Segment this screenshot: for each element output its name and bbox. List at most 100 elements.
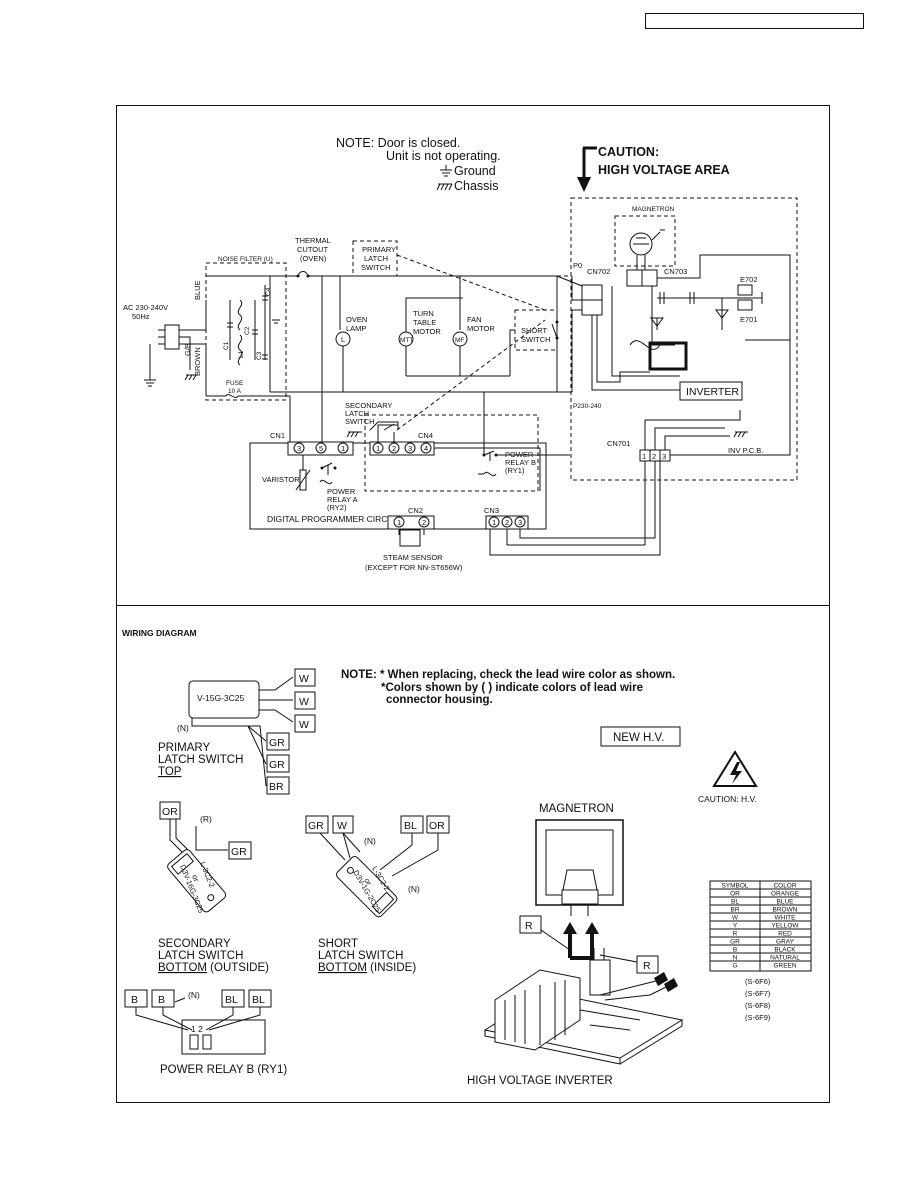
color-table-cell: WHITE xyxy=(775,915,797,922)
cn4-label: CN4 xyxy=(418,431,433,440)
relay-tag-bl1-text: BL xyxy=(225,994,238,1006)
short-label3: BOTTOM xyxy=(318,962,367,974)
color-table-cell: W xyxy=(732,915,739,922)
chassis-icon xyxy=(733,431,748,438)
turntable-line1: TURN xyxy=(413,309,434,318)
model-s6f8: (S-6F8) xyxy=(745,1001,771,1010)
coil-l1: L1 xyxy=(238,350,245,358)
short-tag-bl-text: BL xyxy=(404,820,417,832)
magnetron-tag-r1-text: R xyxy=(525,920,533,932)
cn4-connector: 1 2 3 4 xyxy=(369,441,435,456)
secondary-label3-row: BOTTOM (OUTSIDE) xyxy=(158,962,269,974)
new-hv-label: NEW H.V. xyxy=(613,732,664,744)
ground-label: Ground xyxy=(454,164,496,178)
noise-filter-box xyxy=(205,262,287,401)
primary-tag-w3-text: W xyxy=(299,719,309,731)
steam-sensor-icon xyxy=(398,529,425,547)
color-table-cell: GREEN xyxy=(773,963,796,970)
secondary-switch-body xyxy=(167,849,227,913)
color-table-cell: G xyxy=(732,963,737,970)
high-voltage-inverter-icon xyxy=(483,948,684,1065)
relay-b-line3: (RY1) xyxy=(505,466,525,475)
secondary-line1: SECONDARY xyxy=(345,401,392,410)
short-tag-w-text: W xyxy=(337,820,347,832)
high-voltage-area xyxy=(570,197,798,481)
secondary-tag-gr-text: GR xyxy=(231,846,247,858)
caution-hv-label: CAUTION: H.V. xyxy=(698,794,757,804)
primary-tag-w2-text: W xyxy=(299,696,309,708)
color-table-cell: YELLOW xyxy=(771,923,799,930)
note-line1: NOTE: Door is closed. xyxy=(336,136,460,150)
color-table-cell: ORANGE xyxy=(771,891,800,898)
cn701-label: CN701 xyxy=(607,439,630,448)
cn4-pin-1: 1 xyxy=(376,444,380,453)
e701-terminal xyxy=(737,299,753,311)
short-label3b: (INSIDE) xyxy=(367,962,416,974)
caution-subtitle: HIGH VOLTAGE AREA xyxy=(598,163,730,177)
steam-sensor-line2: (EXCEPT FOR NN-ST656W) xyxy=(365,563,463,572)
color-table-cell: OR xyxy=(730,891,740,898)
color-table-cell: B xyxy=(733,947,737,954)
color-table-header-color: COLOR xyxy=(773,883,796,890)
color-table-cell: BLACK xyxy=(774,947,796,954)
turntable-line3: MOTOR xyxy=(413,327,441,336)
short-switch-body xyxy=(336,856,398,918)
model-s6f7: (S-6F7) xyxy=(745,989,771,998)
wire-blue: BLUE xyxy=(193,280,202,300)
primary-line3: SWITCH xyxy=(361,263,391,272)
inv-pcb-label: INV P.C.B. xyxy=(728,446,763,455)
model-s6f9: (S-6F9) xyxy=(745,1013,771,1022)
note-line2: Unit is not operating. xyxy=(386,149,501,163)
short-housing-bottom: (N) xyxy=(408,884,420,894)
primary-tag-gr2 xyxy=(266,754,290,773)
wiring-note-line2: *Colors shown by ( ) indicate colors of … xyxy=(381,682,643,694)
cn701-connector: 1 2 3 xyxy=(639,449,671,462)
color-table-cell: BLUE xyxy=(777,899,795,906)
primary-housing: (N) xyxy=(177,723,189,733)
cn3-connector: 1 2 3 xyxy=(485,515,529,530)
ac-plug-icon xyxy=(158,324,180,350)
ac-source-line1: AC 230-240V xyxy=(123,303,168,312)
oven-lamp-line1: OVEN xyxy=(346,315,367,324)
color-table-cell: N xyxy=(733,955,738,962)
wire-gb: G/B xyxy=(183,343,192,356)
relay-terminal-1 xyxy=(189,1034,199,1050)
wiring-note-line3: connector housing. xyxy=(386,694,493,706)
secondary-model-or: or xyxy=(190,873,201,883)
relay-tag-b1-text: B xyxy=(131,994,138,1006)
primary-tag-gr1-text: GR xyxy=(269,737,285,749)
short-tag-gr-text: GR xyxy=(308,820,324,832)
primary-label2: LATCH SWITCH xyxy=(158,754,243,766)
cn702-label: CN702 xyxy=(587,267,610,276)
ground-icon xyxy=(144,379,156,387)
ground-icon xyxy=(272,319,280,324)
digital-circuit-label: DIGITAL PROGRAMMER CIRCUIT xyxy=(267,514,401,524)
section-divider xyxy=(116,605,830,606)
caution-title: CAUTION: xyxy=(598,145,659,159)
relay-terminal-2 xyxy=(202,1034,212,1050)
primary-label3: TOP xyxy=(158,766,182,778)
color-table-cell: R xyxy=(733,931,738,938)
primary-tag-w2 xyxy=(294,691,316,710)
cn2-pin-2: 2 xyxy=(422,518,426,527)
thermal-line3: (OVEN) xyxy=(300,254,327,263)
model-s6f6: (S-6F6) xyxy=(745,977,771,986)
cn1-label: CN1 xyxy=(270,431,285,440)
inverter-label: INVERTER xyxy=(686,386,739,398)
cn701-pin-2: 2 xyxy=(652,452,656,461)
secondary-tag-or-text: OR xyxy=(162,806,178,818)
color-table-cell: BR xyxy=(730,907,739,914)
caution-arrow-icon xyxy=(577,146,597,192)
relay-housing: (N) xyxy=(188,990,200,1000)
fan-line2: MOTOR xyxy=(467,324,495,333)
short-housing-top: (N) xyxy=(364,836,376,846)
cn4-pin-4: 4 xyxy=(424,444,428,453)
wire-brown: BROWN xyxy=(193,347,202,376)
primary-tag-gr1 xyxy=(266,732,290,751)
cn3-label: CN3 xyxy=(484,506,499,515)
noise-filter-label: NOISE FILTER (U) xyxy=(218,256,273,263)
color-table-cell: Y xyxy=(733,923,738,930)
magnetron-body-icon xyxy=(535,819,624,916)
thermal-cutout-icon xyxy=(296,271,310,278)
relay-b-line2: RELAY B xyxy=(505,458,536,467)
